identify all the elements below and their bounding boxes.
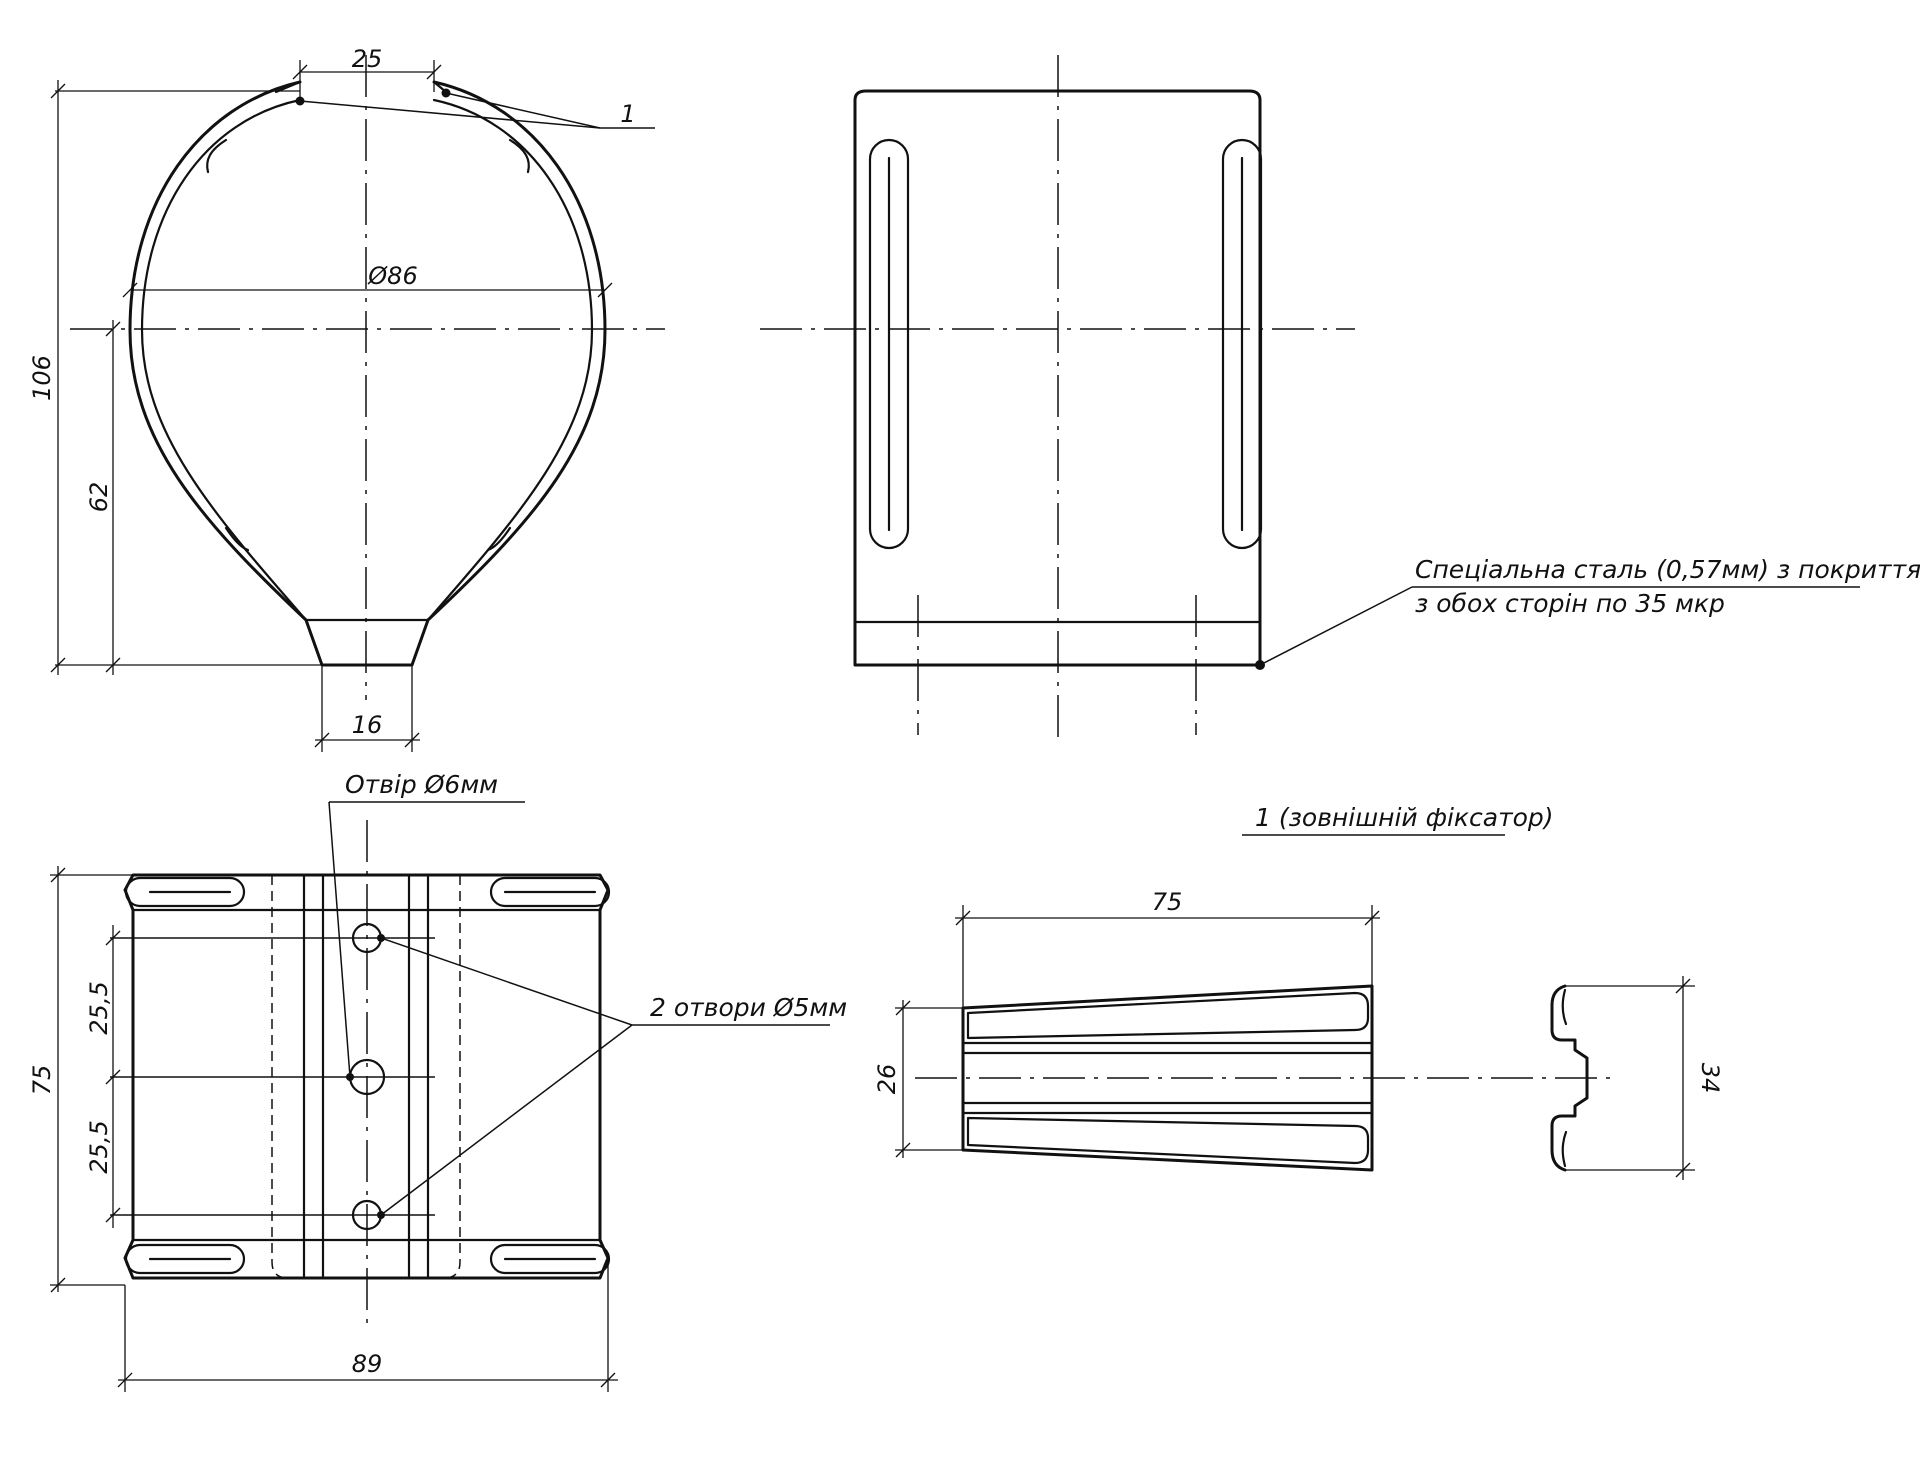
material-note-line1: Спеціальна сталь (0,57мм) з покриттям	[1415, 555, 1920, 584]
side-view-clamp	[760, 55, 1860, 745]
plan-view-plate	[50, 801, 830, 1392]
label-two-holes: 2 отвори Ø5мм	[650, 993, 847, 1022]
dim-plate-width: 89	[352, 1350, 383, 1378]
dim-hole-spacing-bottom: 25,5	[85, 1120, 113, 1173]
latch-view-external	[895, 905, 1695, 1180]
dim-bottom-width: 16	[352, 711, 383, 739]
dim-hole-spacing-top: 25,5	[85, 981, 113, 1034]
material-note-line2: з обох сторін по 35 мкр	[1415, 589, 1725, 618]
label-part-1: 1	[620, 100, 635, 128]
dim-diameter: Ø86	[367, 262, 417, 290]
dim-latch-height: 26	[873, 1064, 901, 1095]
dim-top-width: 25	[352, 45, 383, 73]
dim-latch-length: 75	[1152, 888, 1183, 916]
dim-total-height: 106	[28, 355, 56, 401]
dim-lower-height: 62	[85, 482, 113, 513]
label-center-hole: Отвір Ø6мм	[345, 770, 498, 799]
label-latch-title: 1 (зовнішній фіксатор)	[1255, 803, 1554, 832]
dim-latch-profile-height: 34	[1696, 1063, 1724, 1094]
front-view-clamp-profile	[50, 55, 665, 752]
dim-plate-height: 75	[28, 1065, 56, 1096]
